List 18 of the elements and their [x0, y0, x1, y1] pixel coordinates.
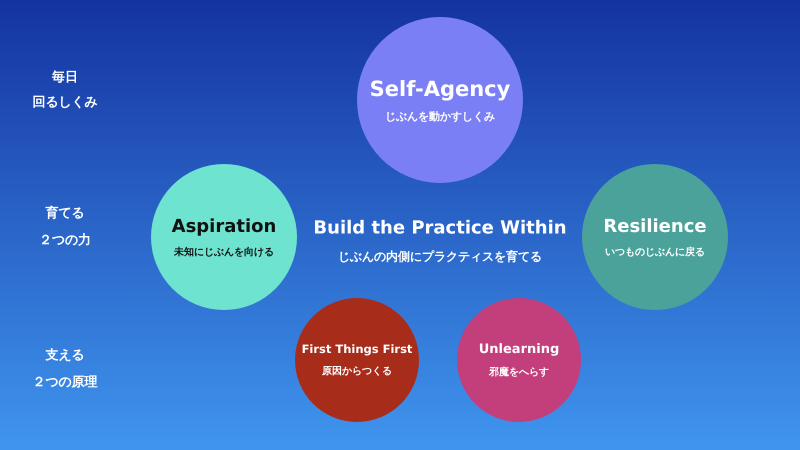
row-label: 育てる [46, 204, 84, 222]
node-title: Resilience [603, 216, 707, 236]
node-title: Unlearning [478, 342, 560, 356]
node-subtitle: 邪魔をへらす [489, 365, 549, 378]
row-label: ２つの力 [39, 232, 91, 249]
row-label: ２つの原理 [32, 374, 98, 391]
node-subtitle: 原因からつくる [322, 365, 392, 378]
node-title: Aspiration [172, 216, 276, 236]
node-subtitle: いつものじぶんに戻る [605, 246, 705, 258]
center-heading: Build the Practice Within [313, 218, 567, 238]
node-subtitle: じぶんを動かすしくみ [385, 108, 495, 124]
center-heading: じぶんの内側にプラクティスを育てる [338, 248, 542, 266]
row-label: 支える [46, 347, 84, 364]
row-label: 毎日 [52, 69, 78, 86]
row-label: 回るしくみ [32, 94, 98, 111]
node-title: Self-Agency [370, 76, 510, 100]
node-subtitle: 未知にじぶんを向ける [174, 246, 274, 258]
node-title: First Things First [302, 342, 412, 356]
